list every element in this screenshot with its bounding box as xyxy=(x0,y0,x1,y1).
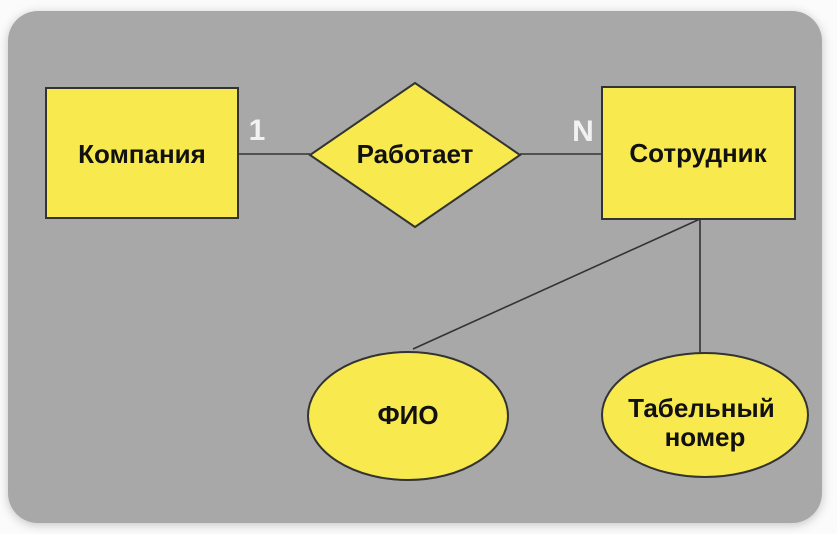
attribute-personnel-number-label: Табельный номер xyxy=(628,393,782,452)
entity-employee: Сотрудник xyxy=(601,86,796,220)
attribute-personnel-number: Табельный номер xyxy=(601,352,809,478)
attribute-personnel-number-line2: номер xyxy=(665,422,746,452)
attribute-full-name: ФИО xyxy=(307,351,509,481)
cardinality-n-label: N xyxy=(572,115,594,148)
relationship-works-label: Работает xyxy=(357,139,474,169)
entity-employee-box xyxy=(601,86,796,220)
relationship-works: Работает xyxy=(308,81,522,229)
cardinality-one-label: 1 xyxy=(249,114,266,147)
attribute-full-name-ellipse xyxy=(307,351,509,481)
attribute-personnel-number-ellipse xyxy=(601,352,809,478)
entity-employee-label: Сотрудник xyxy=(629,138,767,168)
attribute-personnel-number-line1: Табельный xyxy=(628,393,775,423)
entity-company-label: Компания xyxy=(78,139,206,169)
attribute-full-name-label: ФИО xyxy=(377,400,438,430)
connector-employee-fullname xyxy=(412,218,701,350)
entity-company-box xyxy=(45,87,239,219)
relationship-works-diamond xyxy=(308,81,522,229)
entity-company: Компания xyxy=(45,87,239,219)
